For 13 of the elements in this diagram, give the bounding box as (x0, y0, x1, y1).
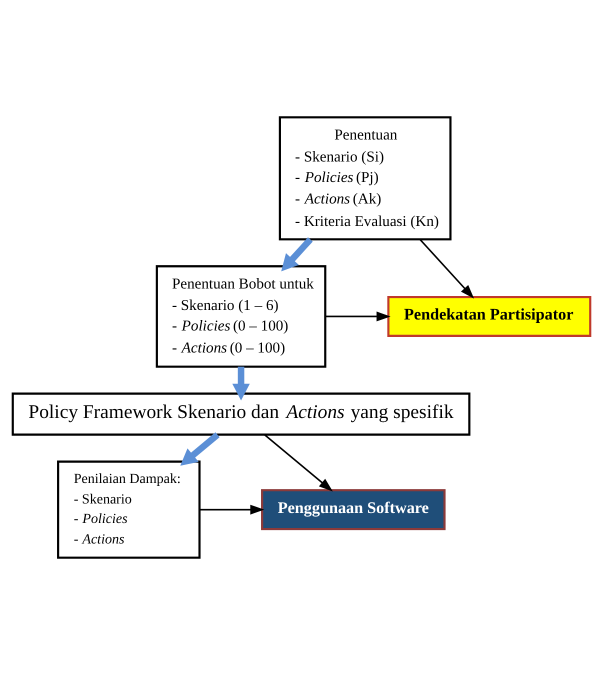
arrow (200, 504, 264, 515)
arrow (264, 434, 333, 492)
arrow (281, 237, 313, 272)
node-box: Policy Framework Skenario dan Actions yang spesifik (12, 392, 470, 436)
arrow (325, 312, 391, 322)
arrow (180, 432, 220, 466)
node-box: Penentuan - Skenario (Si) - Policies (Pj) - Actions (Ak) - Kriteria Evaluasi (Kn) (278, 116, 452, 240)
node-box: Penilaian Dampak: - Skenario - Policies - Actions (57, 460, 201, 559)
arrow (232, 366, 250, 400)
arrow (419, 238, 474, 299)
node-box: Penggunaan Software (261, 489, 446, 530)
node-box: Penentuan Bobot untuk - Skenario (1 – 6) - Policies (0 – 100) - Actions (0 – 100) (156, 265, 326, 368)
node-box: Pendekatan Partisipator (387, 296, 592, 337)
